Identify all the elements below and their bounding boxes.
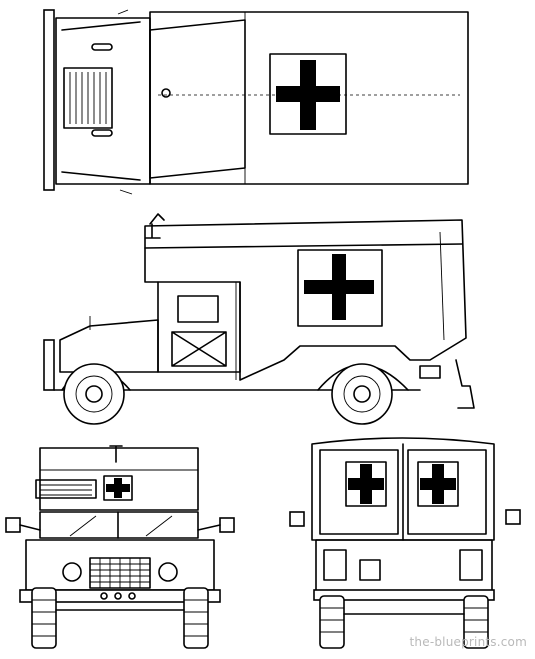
front-tire-right	[183, 587, 209, 649]
rear-mirror-right	[505, 509, 521, 525]
rear-tire-left	[319, 595, 345, 649]
front-bumper	[19, 589, 221, 603]
rear-tire-right	[463, 595, 489, 649]
rear-left-red-cross-horizontal	[348, 478, 384, 490]
rear-mirror-left	[289, 511, 305, 527]
front-windshield	[39, 511, 199, 539]
rear-shelter	[311, 437, 495, 541]
front-mirror-left	[5, 517, 21, 533]
side-door-x-brace	[171, 331, 227, 367]
top-front-bumper	[43, 9, 55, 191]
side-door-panel	[297, 249, 383, 327]
side-view	[43, 213, 475, 425]
top-beacon	[161, 88, 171, 98]
side-bumper	[43, 339, 55, 391]
side-front-wheel	[63, 363, 125, 425]
front-cross-panel	[103, 475, 133, 501]
rear-plate	[359, 559, 381, 581]
top-grille-slats	[69, 72, 107, 124]
front-headlight-left	[62, 562, 82, 582]
front-mirror-right	[219, 517, 235, 533]
rear-door-right	[407, 449, 487, 535]
top-mirrors	[117, 9, 133, 195]
top-grille	[63, 67, 113, 129]
rear-lower-body	[315, 539, 493, 595]
side-rear-step	[455, 359, 475, 409]
top-view	[43, 9, 469, 195]
front-beacon	[109, 445, 123, 463]
rear-bumper	[313, 589, 495, 601]
front-red-cross-horizontal	[106, 484, 130, 492]
top-red-cross-horizontal	[276, 86, 340, 102]
front-view	[5, 445, 235, 649]
front-louver	[35, 479, 97, 499]
rear-cross-panel-right	[417, 461, 459, 507]
side-beacon	[145, 223, 161, 239]
rear-cross-panel-left	[345, 461, 387, 507]
rear-view	[289, 437, 521, 649]
front-shelter	[39, 447, 199, 511]
side-cab-window	[177, 295, 219, 323]
top-vent-lower	[91, 129, 113, 137]
top-vent-upper	[91, 43, 113, 51]
top-cab-roof	[149, 19, 246, 179]
rear-tail-light-right	[459, 549, 483, 581]
side-rear-wheel	[331, 363, 393, 425]
front-grille-mesh	[90, 558, 150, 588]
watermark-text: the-blueprints.com	[409, 635, 527, 649]
side-red-cross-horizontal	[304, 280, 374, 294]
side-tail-light	[419, 365, 441, 379]
rear-tail-light-left	[323, 549, 347, 581]
top-red-cross-panel	[269, 53, 347, 135]
front-headlight-right	[158, 562, 178, 582]
rear-right-red-cross-horizontal	[420, 478, 456, 490]
side-shelter-body	[144, 219, 467, 381]
side-roof-line	[144, 243, 463, 249]
front-tire-left	[31, 587, 57, 649]
side-hood	[59, 319, 159, 373]
top-hood-lines	[61, 21, 141, 181]
top-shelter-box	[149, 11, 469, 185]
rear-door-left	[319, 449, 399, 535]
side-light-bracket	[149, 213, 165, 225]
